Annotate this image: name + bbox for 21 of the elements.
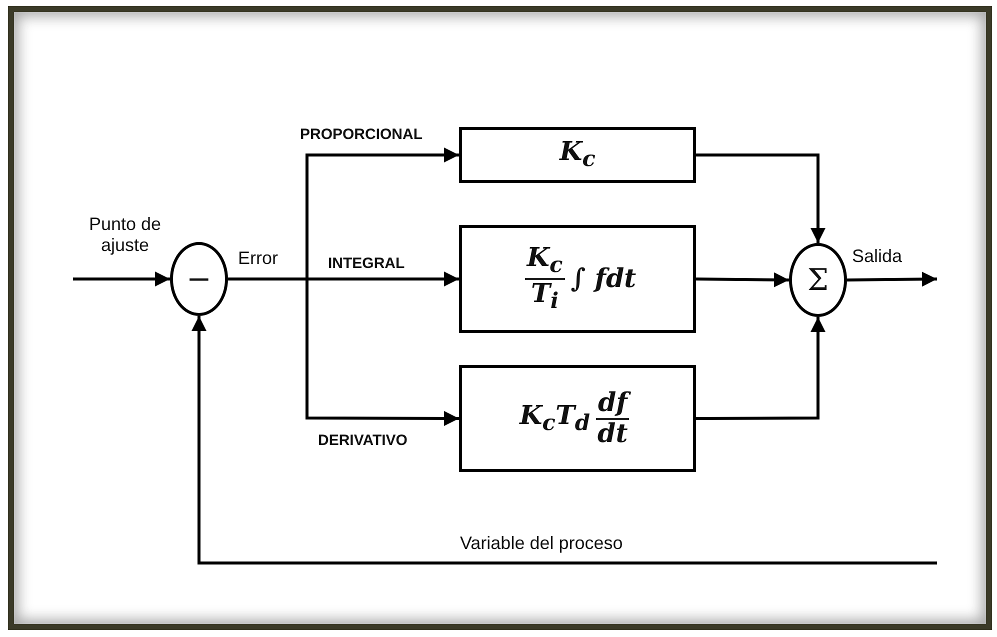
operator-symbol: − bbox=[186, 262, 212, 296]
fraction-denominator: T$_{i}$ bbox=[530, 280, 559, 314]
derivative-block bbox=[459, 365, 696, 472]
formula-text: K$_{c}$T$_{d}$ bbox=[520, 400, 590, 436]
formula-text: ∫ fdt bbox=[570, 264, 636, 294]
gain-block bbox=[459, 127, 696, 183]
fraction-denominator: dt bbox=[598, 420, 628, 448]
arrow bbox=[73, 272, 170, 286]
arrow bbox=[696, 154, 826, 243]
edge-label: Variable del proceso bbox=[460, 533, 623, 554]
arrow bbox=[696, 317, 826, 420]
arrow bbox=[228, 278, 459, 426]
edge-label: Punto de ajuste bbox=[88, 214, 162, 256]
arrow bbox=[846, 272, 938, 287]
fraction-numerator: K$_{c}$ bbox=[524, 244, 565, 280]
integral-block bbox=[459, 225, 696, 333]
formula-text: K$_{c}$ bbox=[560, 137, 596, 173]
arrow bbox=[696, 272, 790, 288]
fraction-numerator: df bbox=[596, 388, 630, 420]
arrow bbox=[192, 316, 937, 564]
operator-symbol: Σ bbox=[807, 262, 829, 298]
